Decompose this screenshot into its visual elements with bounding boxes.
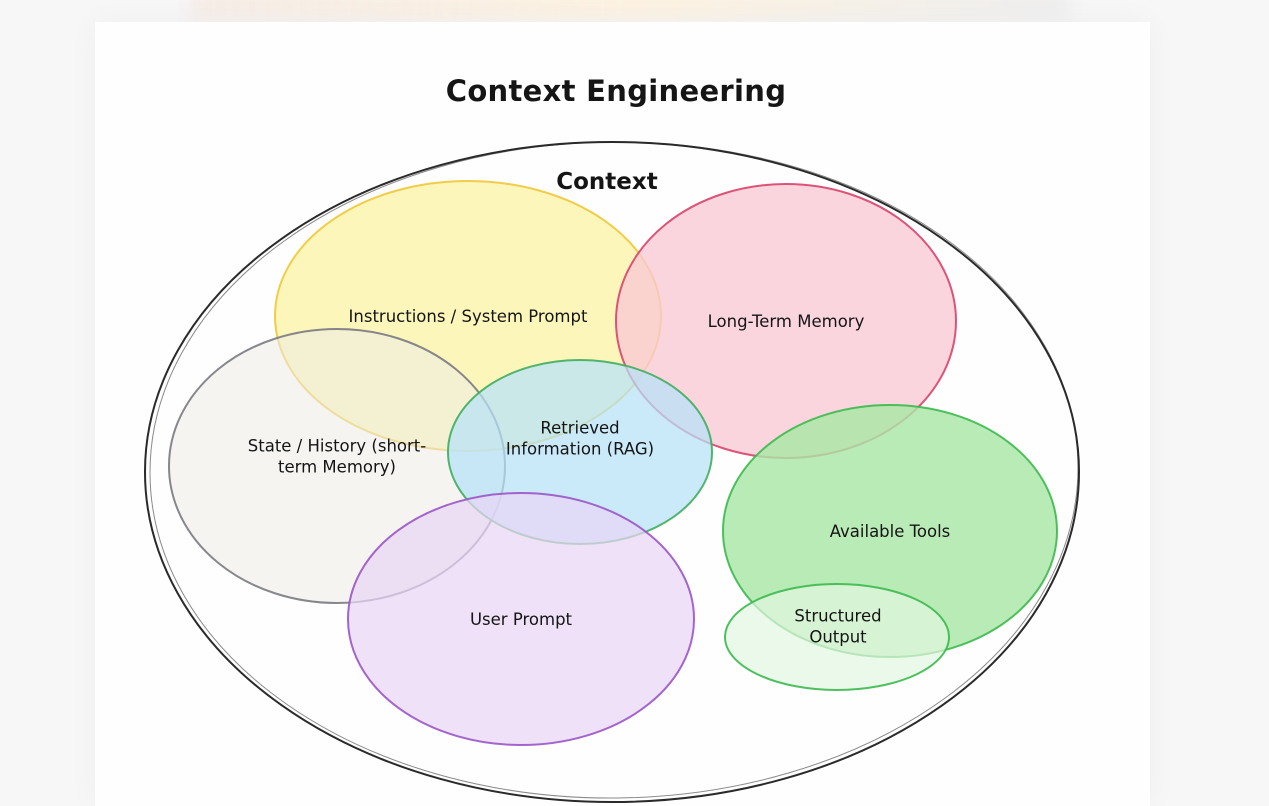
structured-output-shape xyxy=(724,583,950,691)
context-container: Context xyxy=(144,141,1080,803)
user-prompt-label: User Prompt xyxy=(470,610,573,629)
background-glow xyxy=(190,0,1070,20)
structured-output-outline xyxy=(724,583,950,691)
diagram-title: Context Engineering xyxy=(446,74,787,108)
instructions-label: Instructions / System Prompt xyxy=(349,307,588,326)
context-boundary-sketch xyxy=(149,141,1079,799)
long-term-memory-fill xyxy=(616,184,956,458)
user-prompt-shape xyxy=(347,492,695,746)
structured-output-label-line: Structured xyxy=(794,607,881,626)
retrieved-information-label-line: Information (RAG) xyxy=(506,440,654,459)
long-term-memory-label: Long-Term Memory xyxy=(708,312,865,331)
state-history-label-line: term Memory) xyxy=(278,458,396,477)
user-prompt-fill xyxy=(348,493,694,745)
structured-output-label-line: Output xyxy=(809,628,867,647)
long-term-memory-label-line: Long-Term Memory xyxy=(708,312,865,331)
structured-output-fill xyxy=(725,584,949,690)
context-label: Context xyxy=(556,169,657,195)
component-labels: Instructions / System Prompt Long-Term Me… xyxy=(248,307,951,647)
user-prompt-label-line: User Prompt xyxy=(470,610,573,629)
available-tools-label: Available Tools xyxy=(830,522,951,541)
available-tools-label-line: Available Tools xyxy=(830,522,951,541)
state-history-label-line: State / History (short- xyxy=(248,437,427,456)
instructions-label-line: Instructions / System Prompt xyxy=(349,307,588,326)
retrieved-information-label-line: Retrieved xyxy=(540,419,619,438)
component-shapes xyxy=(168,180,1058,746)
user-prompt-outline xyxy=(347,492,695,746)
state-history-label: State / History (short-term Memory) xyxy=(248,437,427,477)
